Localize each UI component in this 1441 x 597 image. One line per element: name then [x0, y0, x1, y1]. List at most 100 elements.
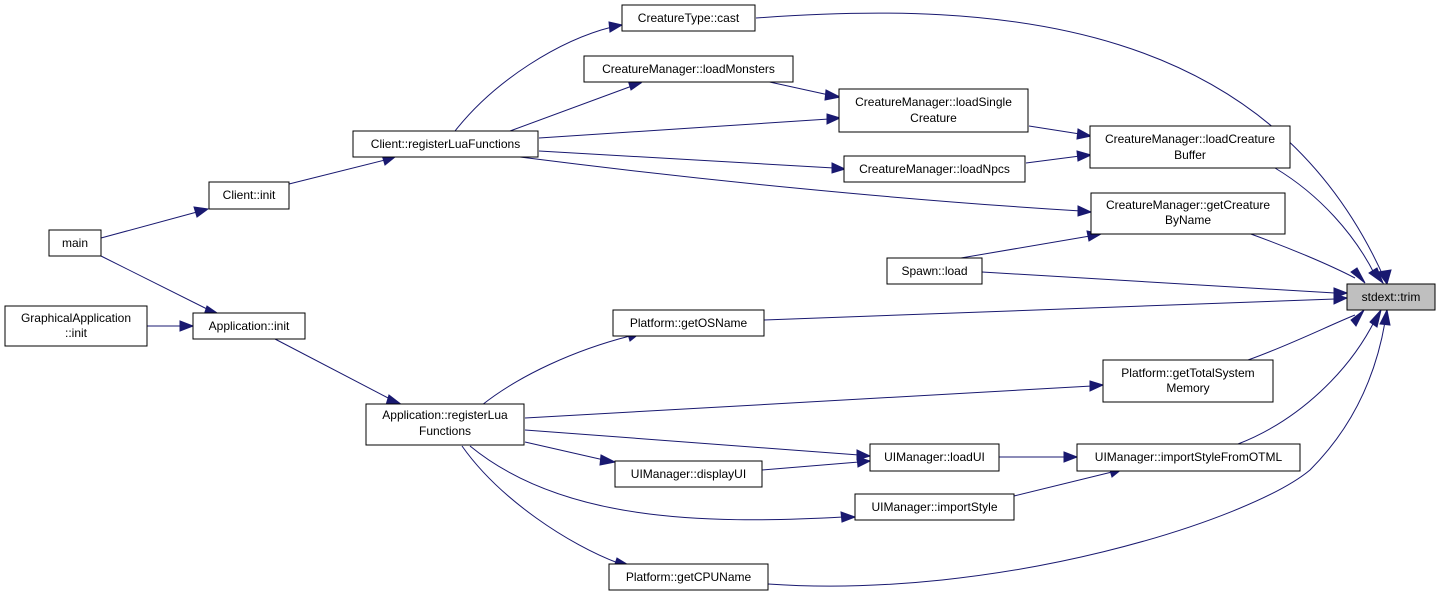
node-label: Buffer — [1174, 148, 1206, 162]
arrowhead — [824, 89, 842, 101]
arrowhead — [599, 454, 617, 466]
arrowhead — [1333, 293, 1349, 305]
arrowhead — [856, 456, 872, 468]
node-uimanager-importstyle[interactable]: UIManager::importStyle — [854, 493, 1015, 521]
arrowhead — [840, 511, 857, 523]
node-label: CreatureManager::loadNpcs — [859, 162, 1010, 176]
edges — [100, 12, 1386, 587]
node-label: Application::init — [209, 319, 290, 333]
edge-main-to-client-init — [100, 211, 198, 239]
node-label: Platform::getCPUName — [626, 570, 752, 584]
edge-app-init-to-app-reglua — [274, 338, 393, 401]
edge-displayui-to-loadui — [761, 461, 860, 471]
edge-client-reglua-to-cast — [454, 26, 613, 132]
node-spawn-load[interactable]: Spawn::load — [886, 257, 983, 285]
node-label: UIManager::displayUI — [631, 467, 746, 481]
edge-gettotalsystemmemory-to-trim — [1247, 314, 1356, 361]
arrowheads — [179, 21, 1392, 568]
edge-spawn-to-getcreature — [954, 235, 1091, 260]
node-application-init[interactable]: Application::init — [192, 312, 306, 340]
node-graphicalapplication-init[interactable]: GraphicalApplication ::init — [4, 305, 148, 347]
node-creaturetype-cast[interactable]: CreatureType::cast — [621, 4, 756, 32]
node-uimanager-importstylefromotml[interactable]: UIManager::importStyleFromOTML — [1076, 443, 1301, 472]
arrowhead — [608, 21, 624, 33]
node-label: Platform::getOSName — [630, 316, 748, 330]
node-label: Memory — [1166, 381, 1209, 395]
arrowhead — [1077, 205, 1093, 217]
node-application-registerluafunctions[interactable]: Application::registerLua Functions — [365, 403, 525, 446]
node-label: Creature — [910, 111, 957, 125]
edge-loadcreaturebuffer-to-trim — [1274, 167, 1376, 276]
node-label: Functions — [419, 424, 471, 438]
edge-app-reglua-to-loadui — [524, 429, 860, 456]
arrowhead — [1076, 150, 1093, 162]
arrowhead — [179, 320, 195, 332]
node-label: CreatureManager::loadSingle — [855, 95, 1012, 109]
node-label: main — [62, 236, 88, 250]
node-uimanager-loadui[interactable]: UIManager::loadUI — [869, 443, 1000, 472]
edge-app-reglua-to-totalmemory — [524, 385, 1093, 419]
edge-main-to-app-init — [100, 255, 212, 312]
node-label: Platform::getTotalSystem — [1121, 366, 1254, 380]
arrowhead — [1076, 128, 1093, 140]
edge-app-reglua-to-getosname — [481, 335, 631, 406]
edge-spawn-load-to-trim — [981, 271, 1336, 294]
arrowhead — [1379, 308, 1391, 326]
node-label: ByName — [1165, 213, 1211, 227]
node-creaturemanager-loadnpcs[interactable]: CreatureManager::loadNpcs — [843, 155, 1026, 183]
node-label: CreatureManager::loadMonsters — [602, 62, 775, 76]
arrowhead — [1377, 269, 1392, 286]
arrowhead — [1369, 308, 1382, 328]
arrowhead — [826, 113, 842, 125]
node-label: Client::registerLuaFunctions — [371, 137, 520, 151]
edge-getcpuname-to-trim — [767, 321, 1386, 587]
node-creaturemanager-loadmonsters[interactable]: CreatureManager::loadMonsters — [583, 55, 794, 83]
node-label: UIManager::loadUI — [884, 450, 985, 464]
edge-app-reglua-to-importstyle — [469, 445, 844, 521]
node-label: Application::registerLua — [382, 408, 508, 422]
node-label: GraphicalApplication — [21, 311, 131, 325]
node-client-registerluafunctions[interactable]: Client::registerLuaFunctions — [352, 130, 539, 158]
edge-importstylefromotml-to-trim — [1237, 319, 1376, 445]
node-creaturemanager-loadcreaturebuffer[interactable]: CreatureManager::loadCreature Buffer — [1089, 125, 1291, 169]
arrowhead — [1350, 267, 1366, 284]
node-stdext-trim[interactable]: stdext::trim — [1346, 283, 1436, 311]
node-main[interactable]: main — [48, 229, 102, 257]
node-label: UIManager::importStyleFromOTML — [1095, 450, 1283, 464]
edge-client-init-to-reglua — [288, 159, 386, 185]
edge-getcreaturebyname-to-trim — [1247, 232, 1356, 279]
arrowhead — [1368, 267, 1385, 285]
arrowhead — [193, 206, 210, 218]
node-uimanager-displayui[interactable]: UIManager::displayUI — [614, 460, 763, 488]
node-label: Client::init — [223, 188, 276, 202]
edge-app-reglua-to-getcpuname — [461, 445, 619, 564]
edge-loadsingle-to-loadbuffer — [1028, 125, 1081, 135]
edge-client-reglua-to-loadnpcs — [538, 150, 835, 169]
node-label: stdext::trim — [1362, 290, 1421, 304]
edge-client-reglua-to-getcreature — [519, 156, 1082, 212]
arrowhead — [1350, 309, 1365, 327]
node-platform-gettotalsystemmemory[interactable]: Platform::getTotalSystem Memory — [1102, 359, 1274, 403]
edge-getosname-to-trim — [763, 298, 1336, 321]
edge-client-reglua-to-loadmonsters — [509, 85, 633, 132]
edge-loadmonsters-to-loadsingle — [764, 80, 830, 96]
edge-creaturetype-cast-to-trim — [755, 12, 1386, 281]
edge-loadnpcs-to-loadbuffer — [1025, 155, 1081, 164]
node-creaturemanager-getcreaturebyname[interactable]: CreatureManager::getCreature ByName — [1090, 192, 1286, 235]
nodes: stdext::trim CreatureType::cast Creature… — [4, 4, 1436, 591]
edge-importstyle-to-importotml — [1013, 471, 1113, 497]
node-creaturemanager-loadsinglecreature[interactable]: CreatureManager::loadSingle Creature — [838, 88, 1029, 133]
node-platform-getcpuname[interactable]: Platform::getCPUName — [608, 563, 769, 591]
node-label: ::init — [65, 326, 88, 340]
node-label: CreatureManager::loadCreature — [1105, 132, 1275, 146]
node-label: CreatureType::cast — [638, 11, 740, 25]
node-platform-getosname[interactable]: Platform::getOSName — [612, 309, 765, 337]
arrowhead — [1089, 380, 1105, 392]
node-label: UIManager::importStyle — [871, 500, 997, 514]
node-label: Spawn::load — [901, 264, 967, 278]
edge-client-reglua-to-loadsingle — [538, 118, 830, 139]
node-label: CreatureManager::getCreature — [1106, 198, 1270, 212]
node-client-init[interactable]: Client::init — [208, 181, 290, 210]
arrowhead — [831, 162, 847, 174]
